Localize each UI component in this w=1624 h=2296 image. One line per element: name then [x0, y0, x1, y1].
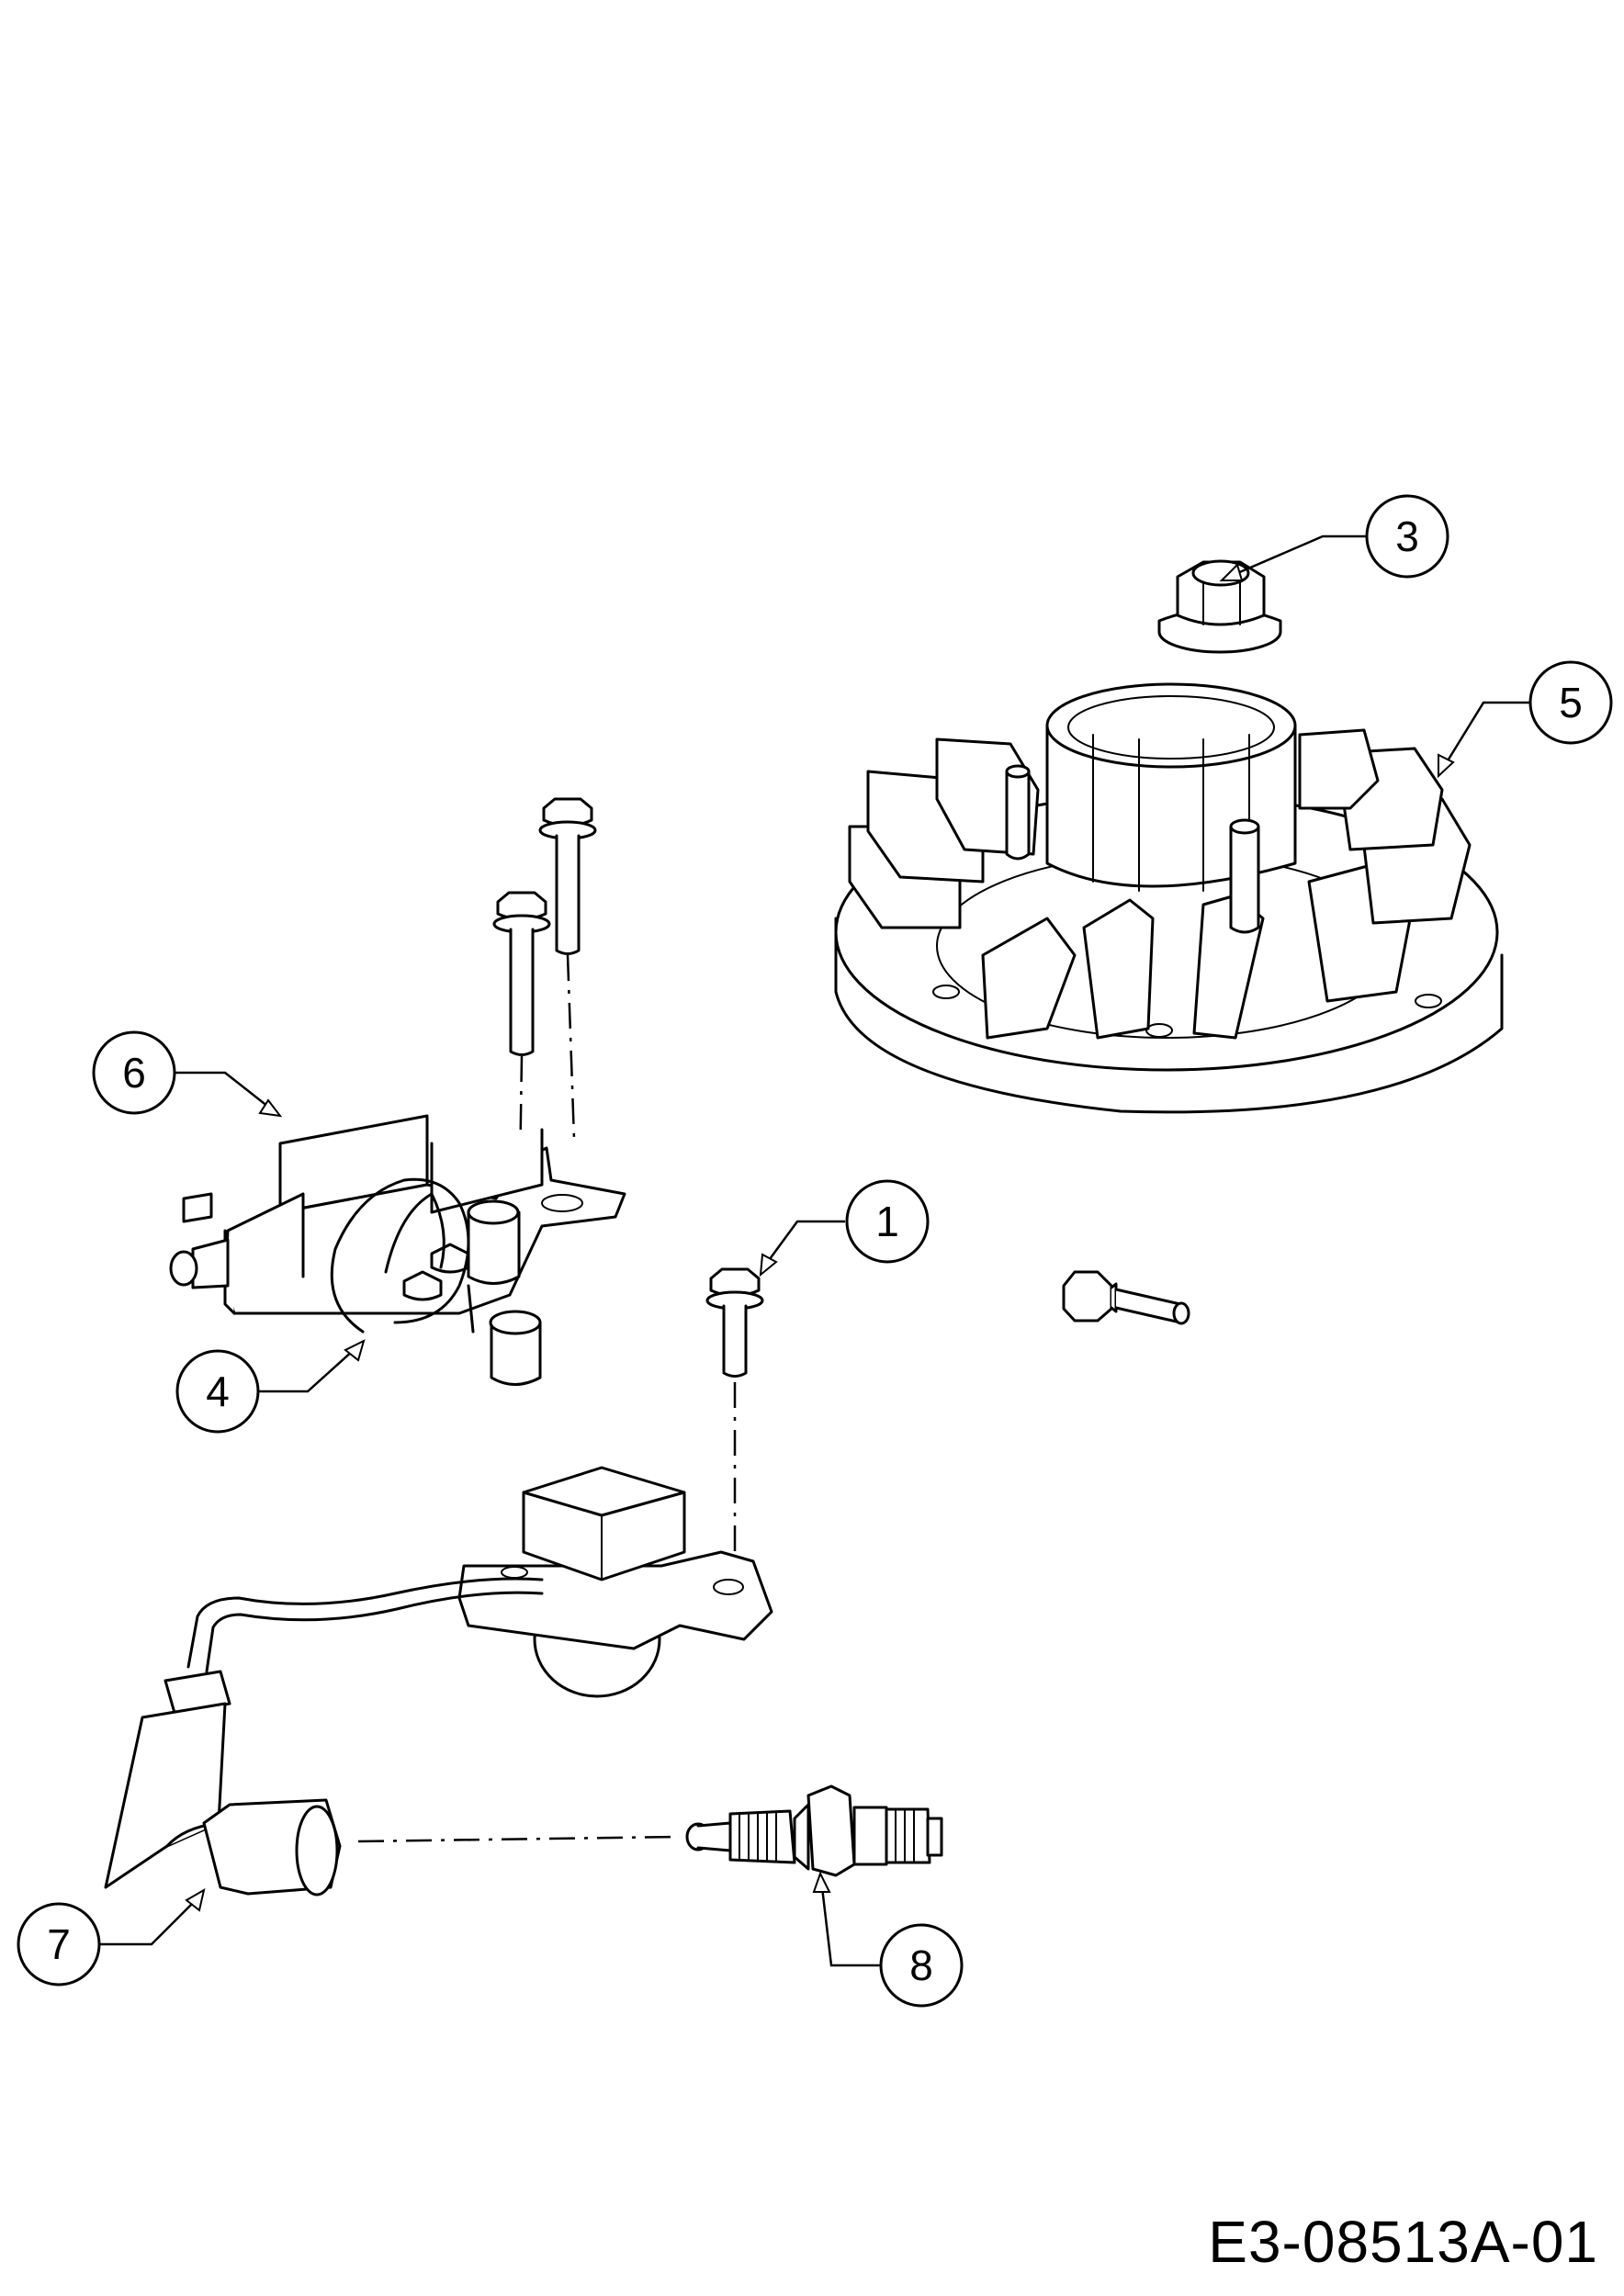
stop-bracket: [169, 1114, 626, 1386]
callout-6[interactable]: 6: [92, 1030, 176, 1115]
callout-5[interactable]: 5: [1528, 660, 1613, 745]
ignition-coil: [104, 1466, 773, 1896]
loose-bolt: [1062, 1270, 1190, 1325]
callout-7[interactable]: 7: [17, 1902, 101, 1986]
bracket-bolt-rear: [538, 797, 597, 955]
callout-1-label: 1: [875, 1198, 899, 1245]
callout-4[interactable]: 4: [175, 1349, 260, 1434]
callout-8-label: 8: [909, 1941, 933, 1989]
drawing-code: E3-08513A-01: [1208, 2209, 1598, 2275]
callout-6-label: 6: [122, 1049, 146, 1097]
callout-3[interactable]: 3: [1365, 494, 1449, 579]
callout-4-label: 4: [206, 1367, 230, 1415]
spark-plug: [685, 1784, 943, 1877]
callout-8[interactable]: 8: [879, 1923, 964, 2008]
bracket-bolt-front: [492, 891, 551, 1056]
callout-3-label: 3: [1395, 512, 1419, 560]
flywheel-nut: [1157, 559, 1282, 654]
flywheel: [834, 682, 1504, 1114]
callout-7-label: 7: [47, 1920, 71, 1968]
callout-1[interactable]: 1: [845, 1179, 930, 1264]
callout-5-label: 5: [1559, 679, 1583, 726]
coil-bolt: [705, 1267, 764, 1378]
